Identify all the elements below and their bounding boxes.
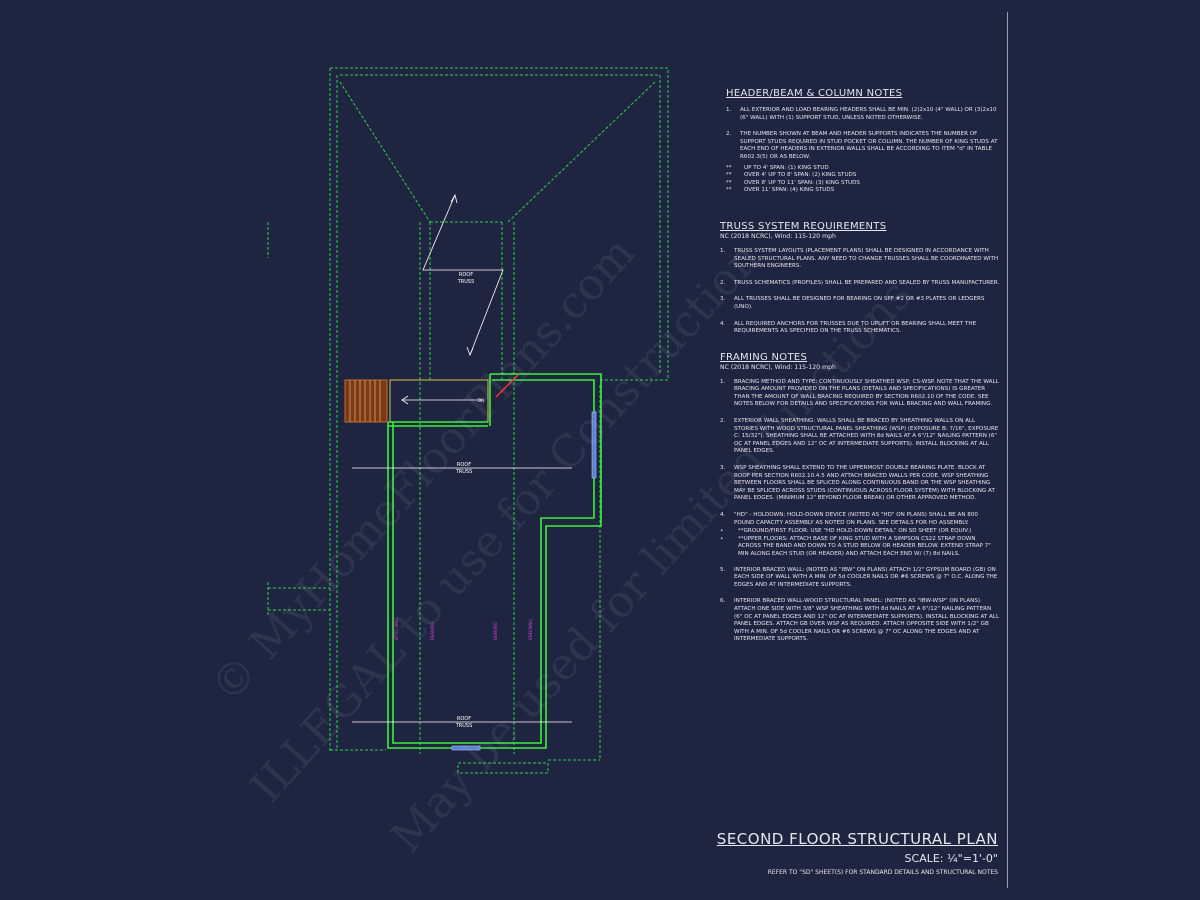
wall-label-3: BEARING (493, 622, 498, 640)
truss-notes-item: 4. ALL REQUIRED ANCHORS FOR TRUSSES DUE T… (720, 321, 1000, 336)
framing-notes-item-text: INTERIOR BRACED WALL: (NOTED AS "IBW" ON… (734, 566, 998, 588)
framing-notes-item-text: "HD" - HOLDOWN: HOLD-DOWN DEVICE (NOTED … (734, 512, 978, 526)
header-notes-bullet: ** UP TO 4' SPAN: (1) KING STUD (726, 165, 1000, 173)
framing-notes-bullet: • **UPPER FLOORS: ATTACH BASE OF KING STU… (720, 536, 1000, 559)
sheet-border-line (1007, 12, 1008, 888)
header-notes-bullet-mark: ** (726, 187, 732, 194)
truss-notes-item: 1. TRUSS SYSTEM LAYOUTS (PLACEMENT PLANS)… (720, 248, 1000, 271)
door-swing (495, 374, 519, 398)
framing-notes-subtitle: NC (2018 NCRC), Wind: 115-120 mph (720, 363, 836, 371)
stair-dn-label: DN (478, 398, 484, 403)
truss-notes-item-number: 2. (720, 279, 726, 286)
header-notes-item-text: ALL EXTERIOR AND LOAD BEARING HEADERS SH… (740, 107, 997, 121)
framing-notes-title: FRAMING NOTES (720, 351, 808, 363)
framing-notes-item: 3. WSP SHEATHING SHALL EXTEND TO THE UPPE… (720, 465, 1000, 503)
window-right (591, 411, 597, 479)
framing-notes-item: 2. EXTERIOR WALL SHEATHING: WALLS SHALL B… (720, 418, 1000, 456)
framing-notes-item: 1. BRACING METHOD AND TYPE: CONTINUOUSLY … (720, 379, 1000, 409)
wall-label-4: KNEEWALL (528, 618, 533, 640)
framing-notes-item: 5. INTERIOR BRACED WALL: (NOTED AS "IBW" … (720, 567, 1000, 590)
header-notes-title: HEADER/BEAM & COLUMN NOTES (726, 88, 903, 99)
truss-notes-item-text: ALL REQUIRED ANCHORS FOR TRUSSES DUE TO … (734, 320, 977, 335)
truss-notes-subtitle: NC (2018 NCRC), Wind: 115-120 mph (720, 232, 836, 240)
header-notes-bullet-text: OVER 11' SPAN: (4) KING STUDS (744, 187, 835, 194)
plan-reference-note: REFER TO "SD" SHEET(S) FOR STANDARD DETA… (767, 869, 998, 876)
framing-notes-item-number: 4. (720, 512, 726, 518)
truss-notes: TRUSS SYSTEM REQUIREMENTS NC (2018 NCRC)… (720, 221, 1000, 336)
framing-notes-bullet-mark: • (720, 535, 724, 542)
framing-notes-bullet-mark: • (720, 528, 724, 535)
framing-notes-bullet-text: **GROUND/FIRST FLOOR: USE "HD HOLD-DOWN … (738, 528, 972, 535)
header-notes-bullet-mark: ** (726, 164, 732, 171)
notes-panel: HEADER/BEAM & COLUMN NOTES 1. ALL EXTERIO… (720, 88, 1000, 653)
framing-notes-item-text: BRACING METHOD AND TYPE: CONTINUOUSLY SH… (734, 378, 999, 408)
roof-outline (267, 67, 669, 774)
header-notes-item-text: THE NUMBER SHOWN AT BEAM AND HEADER SUPP… (740, 131, 998, 160)
header-notes-bullet-text: OVER 4' UP TO 8' SPAN: (2) KING STUDS (744, 172, 857, 179)
truss-notes-item-text: TRUSS SCHEMATICS (PROFILES) SHALL BE PRE… (734, 279, 1000, 286)
framing-notes-item-number: 2. (720, 418, 726, 425)
header-notes-bullet-text: OVER 8' UP TO 11' SPAN: (3) KING STUDS (744, 179, 860, 186)
header-beam-notes: HEADER/BEAM & COLUMN NOTES 1. ALL EXTERIO… (720, 88, 1000, 195)
header-notes-bullet-mark: ** (726, 179, 732, 186)
walls (387, 373, 602, 749)
framing-notes-item-number: 6. (720, 598, 726, 605)
truss-notes-item: 3. ALL TRUSSES SHALL BE DESIGNED FOR BEAR… (720, 296, 1000, 311)
header-notes-bullet-text: UP TO 4' SPAN: (1) KING STUD (744, 164, 829, 171)
plan-title: SECOND FLOOR STRUCTURAL PLAN (716, 830, 998, 848)
header-notes-bullet: ** OVER 11' SPAN: (4) KING STUDS (726, 187, 1000, 195)
framing-notes-item-text: WSP SHEATHING SHALL EXTEND TO THE UPPERM… (734, 465, 995, 502)
header-notes-item: 1. ALL EXTERIOR AND LOAD BEARING HEADERS … (726, 107, 1000, 122)
framing-notes-item-number: 1. (720, 378, 726, 385)
window-bottom (451, 745, 481, 751)
truss-notes-item-number: 4. (720, 320, 726, 327)
framing-notes-item-text: INTERIOR BRACED WALL-WOOD STRUCTURAL PAN… (734, 598, 1000, 643)
framing-notes-bullet: • **GROUND/FIRST FLOOR: USE "HD HOLD-DOWN… (720, 528, 1000, 536)
header-notes-item: 2. THE NUMBER SHOWN AT BEAM AND HEADER SU… (726, 131, 1000, 161)
truss-notes-item-number: 1. (720, 247, 726, 254)
framing-notes: FRAMING NOTES NC (2018 NCRC), Wind: 115-… (720, 352, 1000, 644)
header-notes-item-number: 1. (726, 107, 732, 113)
truss-notes-item-number: 3. (720, 296, 726, 303)
title-block: SECOND FLOOR STRUCTURAL PLAN SCALE: ¼"=1… (717, 830, 998, 876)
wall-label-1: ATTIC WALL (394, 616, 399, 640)
header-notes-bullet: ** OVER 4' UP TO 8' SPAN: (2) KING STUDS (726, 172, 1000, 180)
truss-notes-item: 2. TRUSS SCHEMATICS (PROFILES) SHALL BE P… (720, 280, 1000, 288)
header-notes-item-number: 2. (726, 131, 732, 138)
truss-notes-item-text: ALL TRUSSES SHALL BE DESIGNED FOR BEARIN… (734, 296, 985, 310)
truss-arrow-vertical (422, 193, 504, 357)
framing-notes-item-number: 5. (720, 566, 726, 573)
truss-notes-item-text: TRUSS SYSTEM LAYOUTS (PLACEMENT PLANS) S… (734, 247, 999, 270)
framing-notes-bullet-text: **UPPER FLOORS: ATTACH BASE OF KING STUD… (738, 535, 991, 557)
truss-notes-title: TRUSS SYSTEM REQUIREMENTS (720, 220, 887, 232)
header-notes-bullet: ** OVER 8' UP TO 11' SPAN: (3) KING STUDS (726, 180, 1000, 188)
header-notes-bullet-mark: ** (726, 172, 732, 179)
stairs: DN (344, 379, 489, 423)
framing-notes-item: 6. INTERIOR BRACED WALL-WOOD STRUCTURAL P… (720, 598, 1000, 644)
framing-notes-item: 4. "HD" - HOLDOWN: HOLD-DOWN DEVICE (NOTE… (720, 512, 1000, 527)
plan-scale: SCALE: ¼"=1'-0" (904, 852, 998, 865)
wall-label-2: BEARING (430, 622, 435, 640)
framing-notes-item-text: EXTERIOR WALL SHEATHING: WALLS SHALL BE … (734, 418, 999, 455)
framing-notes-item-number: 3. (720, 465, 726, 472)
